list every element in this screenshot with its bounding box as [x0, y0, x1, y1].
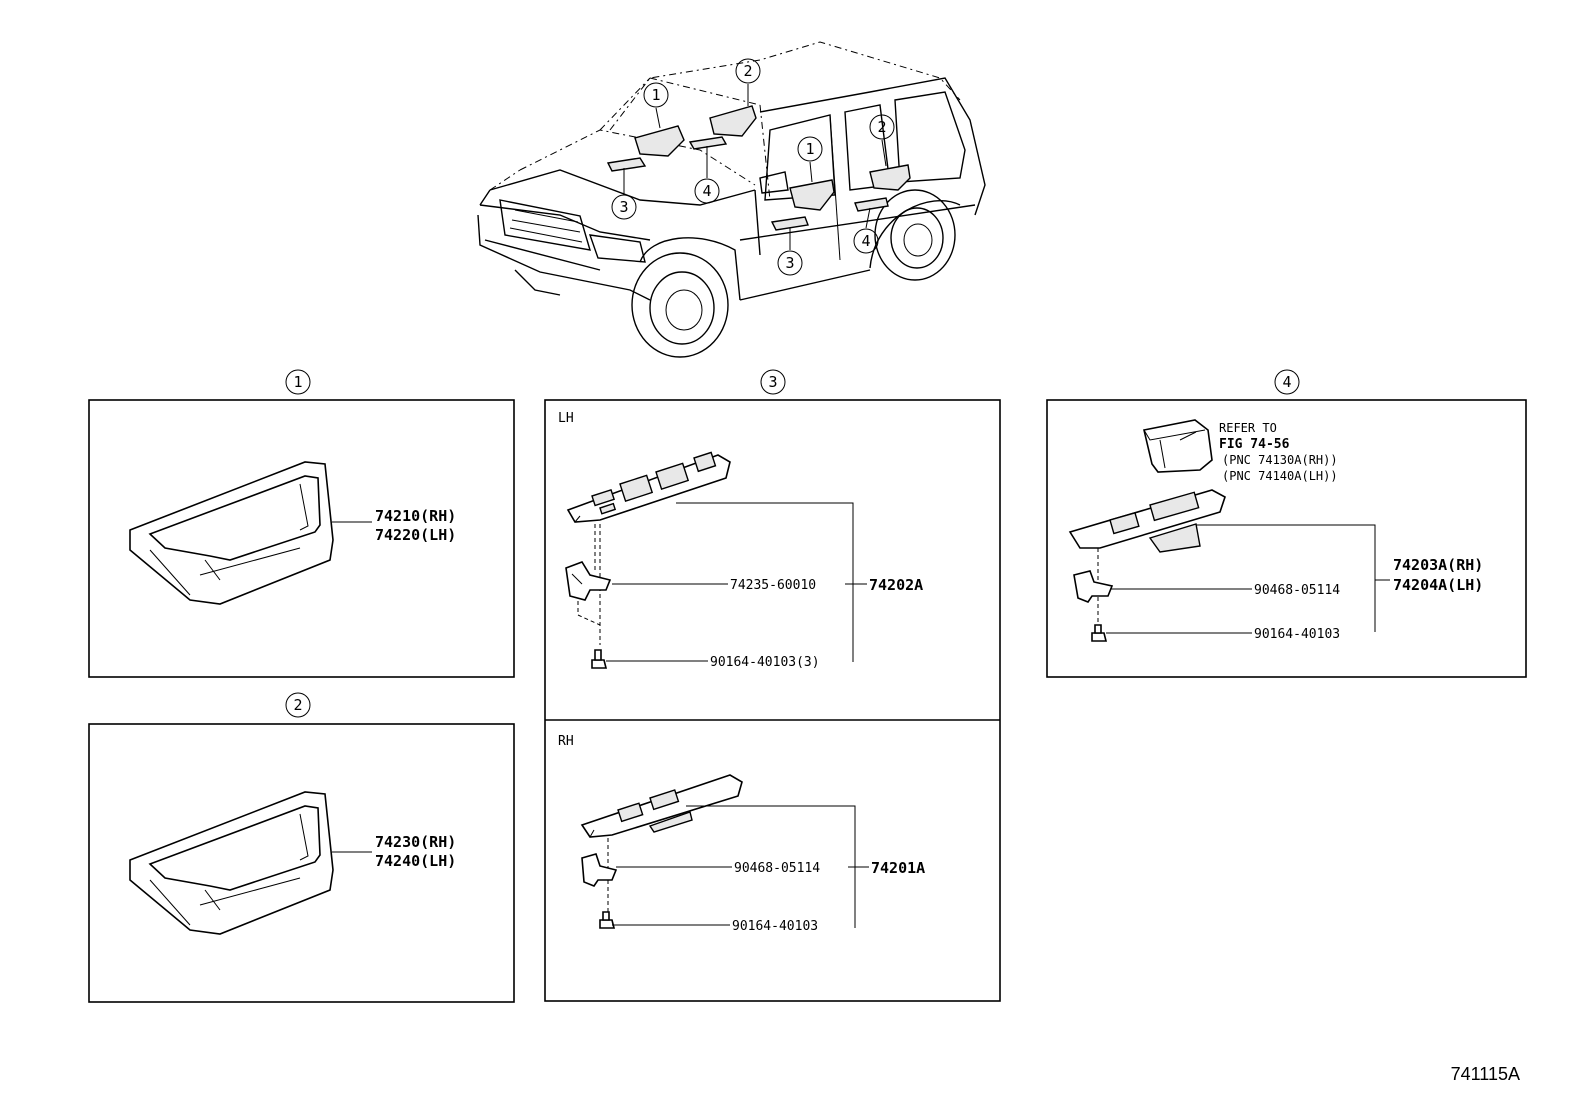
- part-74240: 74240(LH): [375, 852, 456, 870]
- callout-4b: 4: [861, 232, 870, 250]
- screw-rear: [1091, 624, 1108, 642]
- figure-id: 741115A: [1451, 1064, 1520, 1084]
- section-marker-4: 4: [1282, 373, 1291, 391]
- section-marker-2: 2: [293, 696, 302, 714]
- callout-2a: 2: [743, 62, 752, 80]
- section-markers: 1 2 3 4: [285, 369, 1300, 718]
- part-74210: 74210(RH): [375, 507, 456, 525]
- assembly-74201A: 74201A: [871, 859, 925, 877]
- part-90164-40103-rh: 90164-40103: [732, 919, 818, 934]
- section3-rh-tag: RH: [558, 734, 574, 749]
- callout-2b: 2: [877, 118, 886, 136]
- vehicle-callouts: 1 2 1 2 3 4 3 4: [611, 58, 895, 276]
- window-switch-referenced: [1143, 419, 1213, 473]
- part-90468-05114-rear: 90468-05114: [1254, 583, 1340, 598]
- refer-pnc-rh: (PNC 74130A(RH)): [1222, 453, 1338, 467]
- section3-lh-tag: LH: [558, 411, 574, 426]
- callout-4a: 4: [702, 182, 711, 200]
- part-90468-05114-rh: 90468-05114: [734, 861, 820, 876]
- power-window-switch-base-lh: [566, 451, 731, 523]
- screw-lh: [591, 649, 608, 669]
- switch-bracket-rh: [581, 853, 618, 887]
- callout-1b: 1: [805, 140, 814, 158]
- part-74230: 74230(RH): [375, 833, 456, 851]
- screw-rh: [599, 911, 616, 929]
- assembly-74203A: 74203A(RH): [1393, 556, 1483, 574]
- part-74220: 74220(LH): [375, 526, 456, 544]
- section-marker-3: 3: [768, 373, 777, 391]
- door-inside-handle-bezel-front: [129, 461, 334, 605]
- power-window-switch-base-rh: [580, 774, 743, 838]
- assembly-74202A: 74202A: [869, 576, 923, 594]
- assembly-74204A: 74204A(LH): [1393, 576, 1483, 594]
- switch-bracket-lh: [565, 561, 612, 601]
- switch-bracket-rear: [1073, 570, 1114, 603]
- callout-3a: 3: [619, 198, 628, 216]
- section-2-panel: 74230(RH) 74240(LH): [88, 723, 515, 1003]
- vehicle-illustration: [477, 41, 986, 358]
- refer-to-line-1: REFER TO: [1219, 421, 1277, 435]
- part-90164-40103-rear: 90164-40103: [1254, 627, 1340, 642]
- section-3-panel: LH 74235-60010 74202A 90164-40103(3): [544, 399, 1001, 1002]
- section-1-panel: 74210(RH) 74220(LH): [88, 399, 515, 678]
- part-90164-40103-x3: 90164-40103(3): [710, 655, 820, 670]
- section-marker-1: 1: [293, 373, 302, 391]
- callout-3b: 3: [785, 254, 794, 272]
- door-inside-handle-bezel-rear: [129, 791, 334, 935]
- part-74235-60010: 74235-60010: [730, 578, 816, 593]
- callout-1a: 1: [651, 86, 660, 104]
- refer-pnc-lh: (PNC 74140A(LH)): [1222, 469, 1338, 483]
- power-window-switch-base-rear: [1068, 489, 1226, 553]
- refer-to-fig: FIG 74-56: [1219, 437, 1290, 452]
- section-4-panel: REFER TO FIG 74-56 (PNC 74130A(RH)) (PNC…: [1046, 399, 1527, 678]
